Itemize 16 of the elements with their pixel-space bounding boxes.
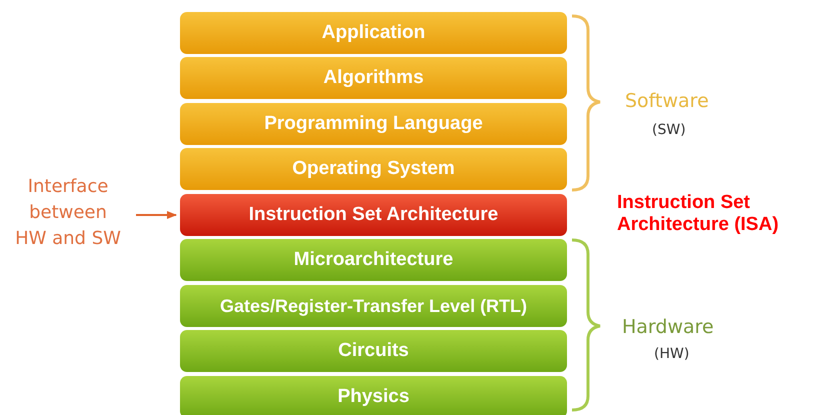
arrow [136,211,177,219]
abbreviation-label: (SW) [652,122,686,138]
group-label: Hardware [622,316,714,338]
group-label: Software [625,90,709,112]
annotation-text: Interface between HW and SW [12,174,124,252]
layer-box: Algorithms [180,57,567,99]
layer-box: Instruction Set Architecture [180,194,567,236]
layer-box: Physics [180,376,567,415]
layer-box: Gates/Register-Transfer Level (RTL) [180,285,567,327]
layer-box: Circuits [180,330,567,372]
abbreviation-label: (HW) [654,346,690,362]
layer-box: Microarchitecture [180,239,567,281]
layer-box: Operating System [180,148,567,190]
layer-box: Programming Language [180,103,567,145]
layer-box: Application [180,12,567,54]
isa-label: Instruction Set Architecture (ISA) [617,192,780,236]
